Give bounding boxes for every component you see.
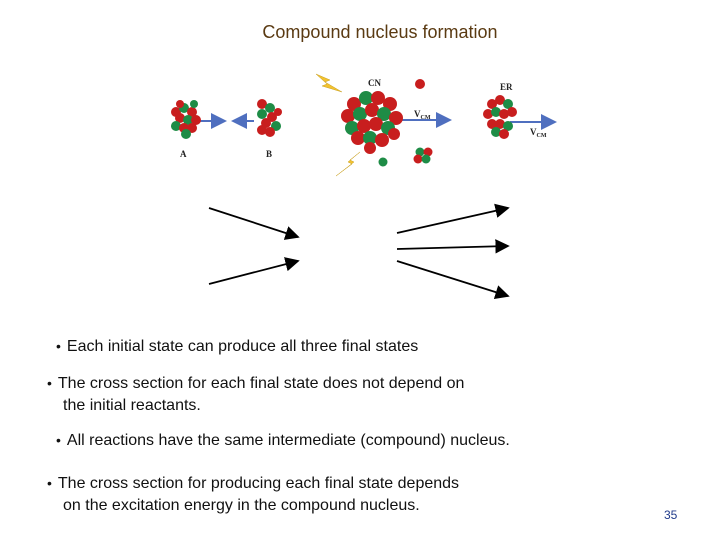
bullet-text: The cross section for each final state d… [58, 375, 464, 392]
emitted-cluster [414, 148, 433, 164]
bullet-text: All reactions have the same intermediate… [67, 432, 510, 449]
label-vcm-er: VCM [530, 127, 547, 139]
label-b: B [266, 149, 272, 159]
arrow-final-3 [397, 261, 508, 296]
page-number: 35 [664, 508, 677, 522]
bullet-text-cont: the initial reactants. [47, 395, 464, 417]
emitted-proton [415, 79, 425, 89]
arrow-final-2 [397, 246, 508, 249]
emitted-neutron [379, 158, 388, 167]
compound-nucleus: CN VCM [341, 78, 450, 154]
evaporation-residue: ER VCM [483, 82, 555, 139]
bullet-2: •The cross section for each final state … [47, 372, 464, 417]
arrow-initial-2 [209, 261, 298, 284]
nucleus-a: A [171, 100, 225, 159]
label-cn: CN [368, 78, 381, 88]
label-a: A [180, 149, 187, 159]
bullet-1: •Each initial state can produce all thre… [56, 335, 418, 358]
reaction-diagram: A B CN VCM ER [0, 0, 720, 320]
nucleus-b: B [233, 99, 282, 159]
arrow-initial-1 [209, 208, 298, 237]
bullet-text-cont: on the excitation energy in the compound… [47, 495, 459, 517]
bullet-text: Each initial state can produce all three… [67, 338, 418, 355]
bullet-3: •All reactions have the same intermediat… [56, 429, 510, 452]
arrow-final-1 [397, 208, 508, 233]
bullet-4: •The cross section for producing each fi… [47, 472, 459, 517]
bullet-text: The cross section for producing each fin… [58, 475, 459, 492]
lightning-icon [316, 74, 342, 92]
label-er: ER [500, 82, 513, 92]
lightning-icon [336, 152, 360, 176]
